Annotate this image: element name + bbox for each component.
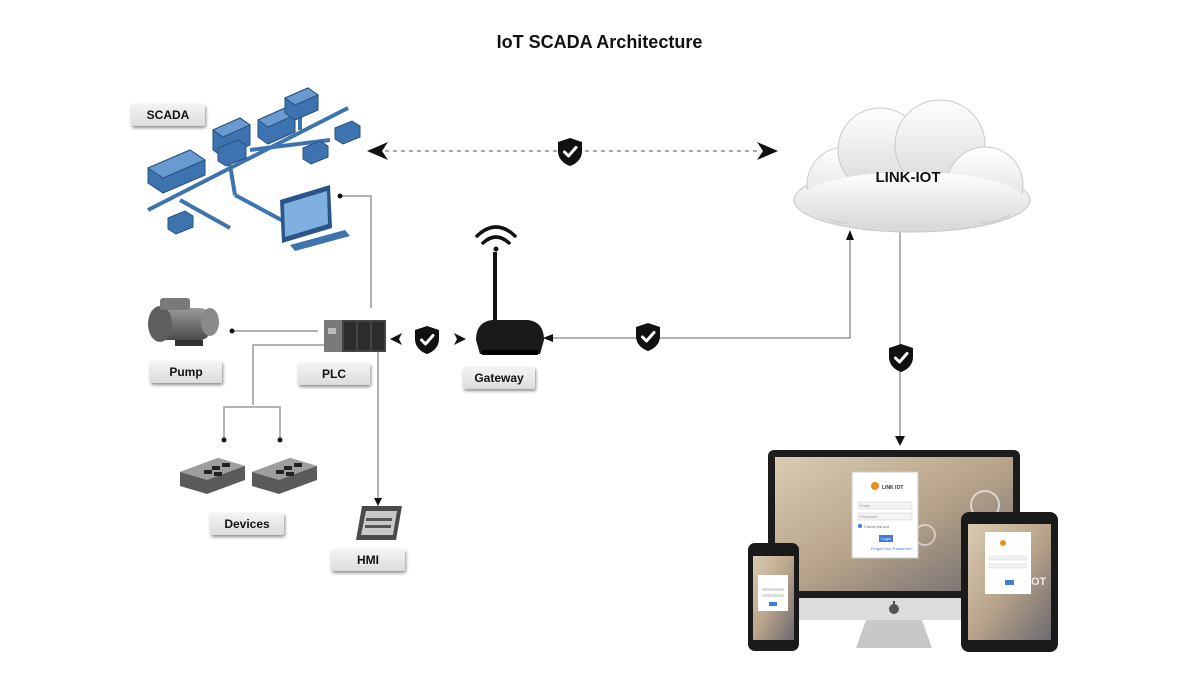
shield-check-icon (415, 326, 439, 354)
connector-lines (223, 195, 901, 500)
cloud-illustration (793, 99, 1031, 233)
gateway-illustration (475, 225, 544, 355)
cloud-label: LINK-IOT (875, 169, 941, 186)
pump-label: Pump (150, 361, 222, 383)
shield-check-icon (636, 323, 660, 351)
login-password-placeholder: Password (860, 514, 878, 519)
login-remember-label: Check the out (864, 524, 890, 529)
plc-gateway-link (390, 333, 466, 345)
login-button-label: Login (881, 536, 891, 541)
plc-label: PLC (298, 363, 370, 385)
devices-illustration (180, 458, 317, 494)
scada-network-illustration (146, 87, 361, 251)
shield-check-icon (558, 138, 582, 166)
hmi-label: HMI (331, 549, 405, 571)
wifi-icon (475, 225, 517, 252)
svg-text:OT: OT (1031, 576, 1047, 588)
hmi-illustration (356, 506, 402, 540)
devices-label: Devices (210, 513, 284, 535)
tablet-illustration: OT (961, 512, 1058, 652)
apple-logo-icon (889, 601, 899, 614)
phone-illustration (748, 543, 799, 651)
login-brand-label: LINK IOT (882, 485, 903, 491)
plc-illustration (324, 320, 386, 352)
login-email-placeholder: Email (860, 503, 870, 508)
page-title: IoT SCADA Architecture (496, 32, 703, 52)
login-forgot-link: Forgot Your Password? (871, 546, 913, 551)
shield-check-icon (889, 344, 913, 372)
scada-label: SCADA (131, 104, 205, 126)
gateway-label: Gateway (463, 367, 535, 389)
pump-illustration (148, 298, 219, 346)
